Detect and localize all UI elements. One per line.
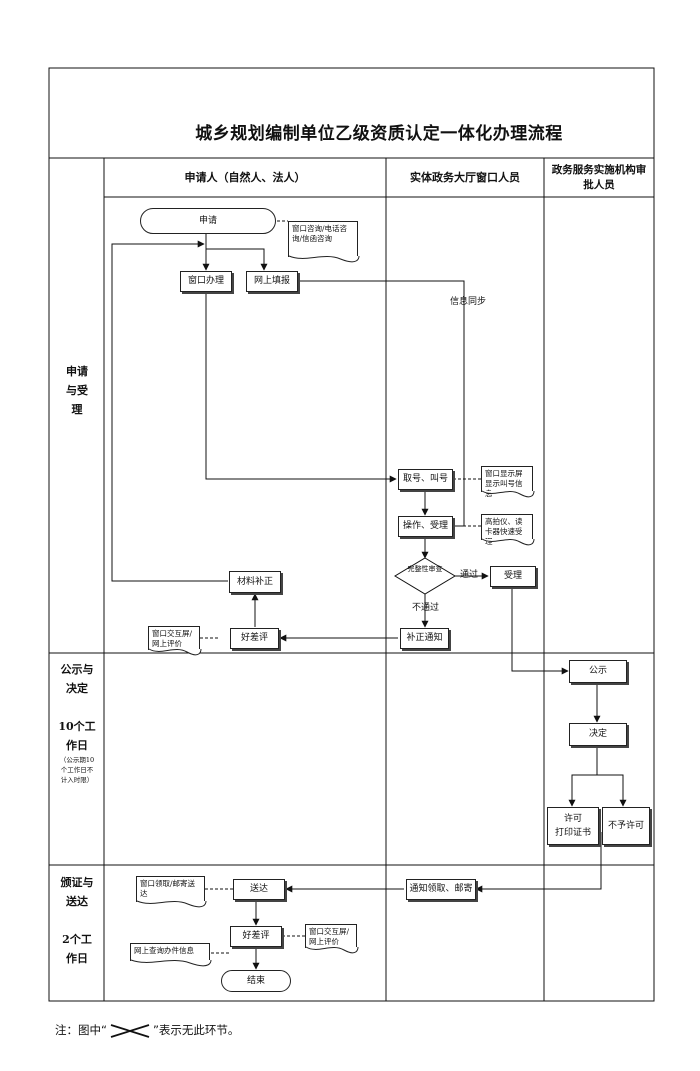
- node-decision: 决定: [569, 723, 627, 746]
- node-print-cert-label: 打印证书: [554, 828, 591, 838]
- doc-online-query: 网上查询办件信息: [130, 943, 212, 967]
- phase-deliver-duration: 2个工作日: [62, 933, 92, 965]
- node-scan-accept: 操作、受理: [398, 516, 453, 537]
- lane-header-agency: 政务服务实施机构审批人员: [551, 163, 647, 191]
- phase-decide-title: 公示与决定: [60, 663, 94, 695]
- lane-header-window: 实体政务大厅窗口人员: [410, 171, 520, 184]
- phase-decide-duration: 10个工作日: [58, 720, 96, 752]
- phase-apply: 申请与受理: [66, 365, 88, 416]
- label-pass: 通过: [460, 570, 479, 580]
- page-title: 城乡规划编制单位乙级资质认定一体化办理流程: [195, 124, 563, 144]
- doc-wave-edge: [481, 538, 535, 546]
- doc-online-query-text: 网上查询办件信息: [134, 946, 194, 955]
- doc-window-review2: 窗口交互屏/网上评价: [305, 924, 359, 954]
- node-accept: 受理: [490, 566, 536, 587]
- node-supplement-notice: 补正通知: [400, 628, 449, 649]
- footnote-prefix: 注：图中“: [55, 1023, 107, 1037]
- doc-pickup-mail-text: 窗口领取/邮寄送达: [140, 879, 196, 898]
- doc-window-review-text: 窗口交互屏/网上评价: [152, 629, 193, 648]
- footnote-suffix: ”表示无此环节。: [152, 1023, 240, 1037]
- doc-pickup-mail: 窗口领取/邮寄送达: [136, 876, 207, 908]
- label-info-sync: 信息同步: [450, 297, 487, 307]
- node-publicity: 公示: [569, 660, 627, 683]
- phase-decide: 公示与决定 10个工作日 （公示期10个工作日不计入时限）: [58, 660, 96, 785]
- node-take-number: 取号、叫号: [398, 469, 453, 490]
- node-deliver: 送达: [233, 879, 285, 900]
- doc-consult-text: 窗口咨询/电话咨询/信函咨询: [292, 224, 348, 243]
- node-window-handle: 窗口办理: [180, 271, 232, 292]
- doc-window-review: 窗口交互屏/网上评价: [148, 626, 202, 656]
- phase-decide-note: （公示期10个工作日不计入时限）: [59, 756, 95, 784]
- node-material-supplement: 材料补正: [229, 571, 281, 593]
- phase-deliver-title: 颁证与送达: [60, 876, 94, 908]
- node-permit: 许可 打印证书: [547, 807, 599, 845]
- node-notify-pickup: 通知领取、邮寄: [406, 879, 476, 900]
- node-apply: 申请: [140, 208, 276, 234]
- node-end: 结束: [221, 970, 291, 992]
- cross-icon: [110, 1023, 150, 1038]
- label-fail: 不通过: [412, 603, 440, 613]
- footnote: 注：图中“ ”表示无此环节。: [55, 1022, 239, 1039]
- doc-screen-info: 窗口显示屏显示叫号信息: [481, 466, 535, 498]
- doc-wave-edge: [148, 648, 202, 656]
- label-complete-check: 完整性审查: [407, 565, 443, 573]
- node-good-review: 好差评: [230, 628, 279, 649]
- doc-wave-edge: [305, 946, 359, 954]
- node-good-review2: 好差评: [230, 926, 282, 947]
- lane-header-applicant: 申请人（自然人、法人）: [184, 171, 306, 184]
- node-no-permit: 不予许可: [602, 807, 650, 845]
- doc-consult: 窗口咨询/电话咨询/信函咨询: [288, 221, 360, 263]
- doc-wave-edge: [288, 255, 360, 263]
- completeness-diamond: [394, 557, 456, 595]
- doc-wave-edge: [136, 900, 207, 908]
- node-permit-label: 许可: [563, 814, 582, 824]
- node-online-report: 网上填报: [246, 271, 298, 292]
- doc-scanner: 高拍仪、读卡器快速受理: [481, 514, 535, 546]
- doc-wave-edge: [130, 959, 212, 967]
- doc-window-review2-text: 窗口交互屏/网上评价: [309, 927, 350, 946]
- phase-deliver: 颁证与送达 2个工作日: [58, 873, 96, 968]
- doc-wave-edge: [481, 490, 535, 498]
